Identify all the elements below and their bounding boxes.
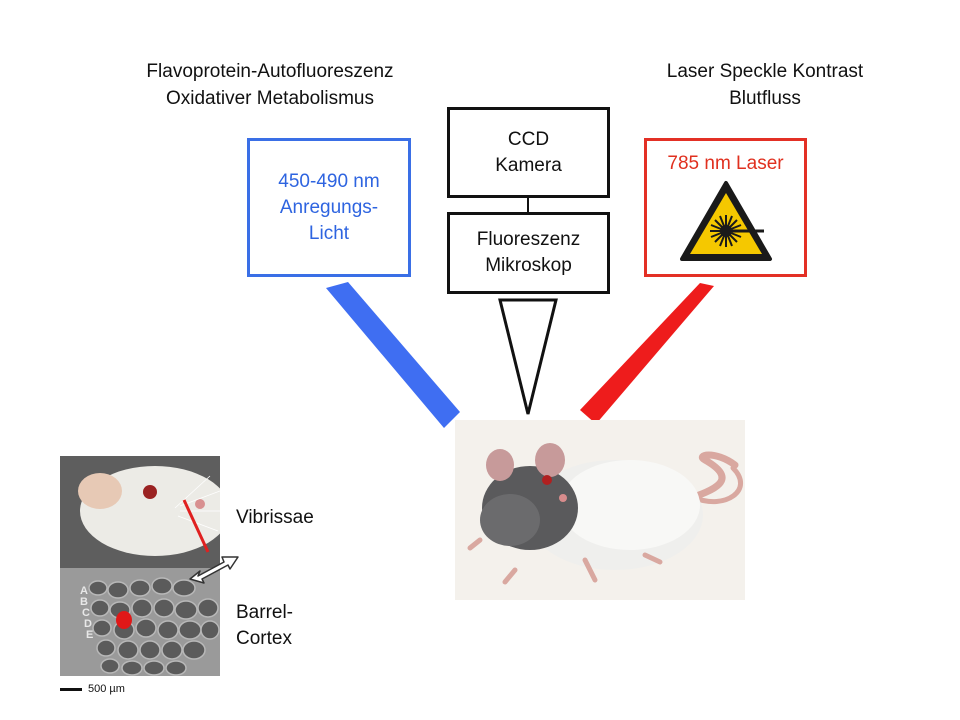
microscope-line1: Fluoreszenz: [476, 229, 581, 250]
left-header: Flavoprotein-Autofluoreszenz Oxidativer …: [90, 58, 450, 112]
microscope-line2: Mikroskop: [485, 255, 572, 276]
red-laser-beam: [580, 283, 714, 424]
scale-bar-value: 500: [88, 683, 107, 695]
left-header-line1: Flavoprotein-Autofluoreszenz: [146, 61, 394, 82]
barrel-row-c: C: [82, 607, 90, 619]
barrel-cortex-image: A B C D E: [60, 568, 220, 676]
barrel-row-d: D: [84, 618, 92, 630]
rat-head-illustration: [60, 456, 220, 568]
scale-bar-line: [60, 688, 82, 691]
laser-box: 785 nm Laser: [644, 138, 807, 277]
right-header: Laser Speckle Kontrast Blutfluss: [610, 58, 920, 112]
right-header-line1: Laser Speckle Kontrast: [666, 61, 864, 82]
barrel-cortex-line2: Cortex: [236, 628, 292, 649]
excitation-line1: 450-490 nm: [278, 170, 380, 192]
blue-excitation-beam: [326, 282, 460, 428]
right-header-line2: Blutfluss: [729, 88, 801, 109]
barrel-cortex-label: Barrel- Cortex: [236, 600, 293, 652]
barrel-row-letters: A B C D E: [80, 586, 93, 641]
laser-warning-icon: [679, 181, 772, 261]
double-arrow-icon: [189, 556, 239, 584]
camera-line2: Kamera: [495, 154, 562, 176]
fluorescence-microscope-box: Fluoreszenz Mikroskop: [447, 212, 610, 294]
excitation-line2: Anregungs-: [279, 196, 379, 218]
barrel-row-a: A: [80, 585, 88, 597]
laser-label: 785 nm Laser: [667, 153, 784, 174]
barrel-row-b: B: [80, 596, 88, 608]
camera-microscope-connector: [527, 197, 529, 214]
camera-line1: CCD: [507, 128, 550, 150]
barrel-field-illustration: [60, 568, 220, 676]
vibrissae-photo: [60, 456, 220, 568]
left-header-line2: Oxidativer Metabolismus: [165, 88, 375, 109]
barrel-row-e: E: [86, 629, 94, 641]
scale-bar-unit: µm: [109, 683, 125, 695]
rat-illustration: [467, 443, 743, 585]
vibrissae-label: Vibrissae: [236, 507, 314, 528]
rat-photo: [455, 420, 745, 600]
excitation-light-box: 450-490 nm Anregungs- Licht: [247, 138, 411, 277]
scale-bar-label: 500 µm: [88, 683, 125, 695]
barrel-cortex-line1: Barrel-: [236, 602, 294, 623]
ccd-camera-box: CCD Kamera: [447, 107, 610, 198]
microscope-light-cone: [498, 298, 558, 415]
excitation-line3: Licht: [308, 222, 350, 244]
